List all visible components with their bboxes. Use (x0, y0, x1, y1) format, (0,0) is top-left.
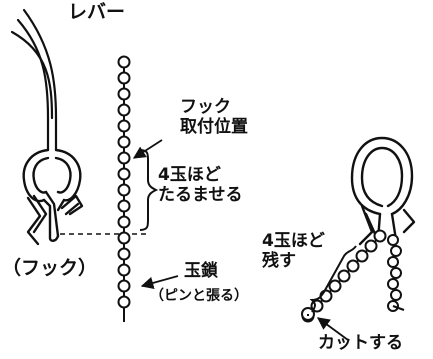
bead (390, 245, 402, 257)
hook-position-label: フック 取付位置 (180, 97, 248, 137)
leave-four-line-1: 4玉ほど (262, 231, 325, 251)
bead (373, 229, 387, 243)
bead-chain-label: 玉鎖 (184, 261, 218, 281)
bead (117, 279, 131, 293)
bead (364, 239, 378, 253)
bead (117, 151, 131, 165)
hook-position-line-2: 取付位置 (180, 116, 248, 137)
bead (328, 279, 342, 293)
bracket-four-beads (139, 149, 159, 231)
bead (117, 263, 131, 277)
bead (387, 278, 399, 290)
bead (117, 199, 131, 213)
four-beads-line-1: 4玉ほど (158, 165, 221, 185)
bead (117, 295, 131, 309)
bead (117, 183, 131, 197)
leave-four-label: 4玉ほど 残す (262, 231, 325, 271)
bead (346, 259, 360, 273)
bead (117, 87, 131, 101)
hook-shape (22, 148, 84, 246)
leave-four-line-2: 残す (262, 250, 296, 271)
bead (390, 267, 402, 279)
pin-taut-label: （ピンと張る） (150, 288, 248, 304)
bead-chain-diagonal (301, 229, 405, 323)
bead-chain-arrow (140, 275, 179, 290)
bead (117, 55, 131, 69)
hook-position-line-1: フック (180, 97, 231, 117)
bead (355, 249, 369, 263)
four-beads-slack-label: 4玉ほど たるませる (158, 165, 243, 205)
chain-link (392, 305, 405, 311)
hook-label: （フック） (2, 257, 98, 279)
bead (117, 167, 131, 181)
four-beads-line-2: たるませる (158, 184, 243, 205)
bead (117, 215, 131, 229)
bracket-leave-four (309, 245, 357, 313)
lever-label: レバー (68, 1, 126, 23)
bead (117, 103, 131, 117)
cut-label: カットする (318, 333, 403, 353)
bead (387, 256, 399, 268)
cut-arrow (316, 317, 349, 341)
bead (117, 231, 131, 245)
hook-position-arrow (132, 139, 163, 159)
bead (117, 71, 131, 85)
bead (390, 289, 402, 301)
bead (117, 119, 131, 133)
lever-cord (10, 8, 58, 152)
hook-shape-right (350, 136, 416, 246)
bead (117, 247, 131, 261)
bead (387, 234, 399, 246)
bead (337, 269, 351, 283)
bead (117, 135, 131, 149)
bead-chain-vertical (117, 55, 131, 322)
